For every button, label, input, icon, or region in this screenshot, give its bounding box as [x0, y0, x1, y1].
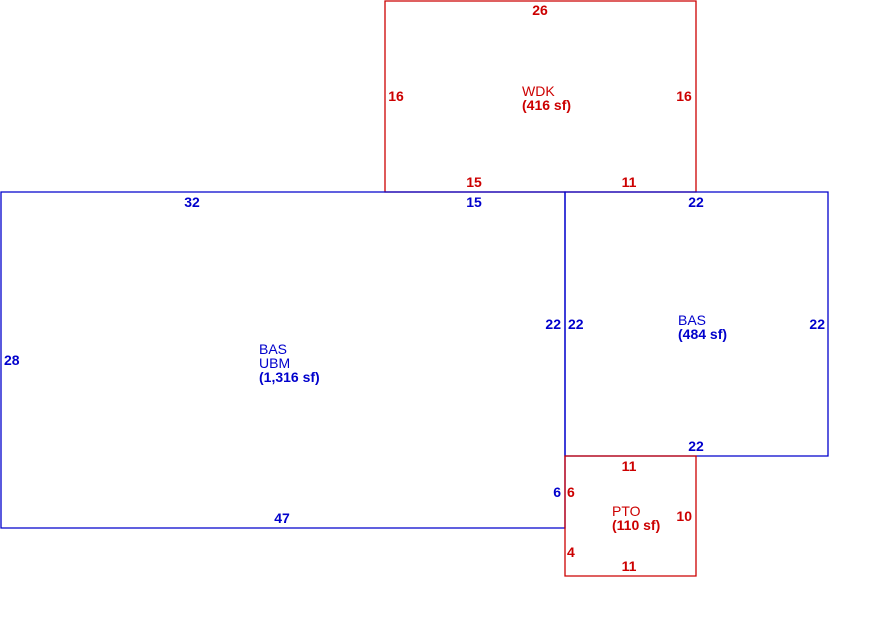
bas-main-code: BAS	[259, 341, 287, 357]
dim-bas-right-right: 22	[809, 316, 825, 332]
wdk-area: (416 sf)	[522, 97, 571, 113]
dim-wdk-bottom-left: 15	[466, 174, 482, 190]
pto-area: (110 sf)	[612, 517, 660, 533]
dim-wdk-bottom-right: 11	[622, 174, 637, 190]
dim-bas-main-right: 22	[545, 316, 561, 332]
dim-pto-top: 11	[622, 458, 637, 474]
dim-bas-right-left: 22	[568, 316, 584, 332]
dim-wdk-left: 16	[388, 88, 404, 104]
dim-pto-left-lower: 4	[567, 544, 575, 560]
bas-main-code2: UBM	[259, 355, 290, 371]
dim-bas-main-bottom: 47	[274, 510, 290, 526]
dim-pto-left-upper: 6	[567, 484, 575, 500]
bas-right-area: (484 sf)	[678, 326, 727, 342]
dim-bas-right-top: 22	[688, 194, 704, 210]
pto-outline	[564, 455, 697, 577]
bas-main-area: (1,316 sf)	[259, 369, 320, 385]
dim-bas-main-left: 28	[4, 352, 20, 368]
dim-bas-main-top-right: 15	[466, 194, 482, 210]
dim-wdk-right: 16	[676, 88, 692, 104]
dim-bas-right-bottom: 22	[688, 438, 704, 454]
dim-wdk-top: 26	[532, 2, 548, 18]
dim-bas-main-top-left: 32	[184, 194, 200, 210]
wdk-code: WDK	[522, 83, 555, 99]
dim-pto-right: 10	[676, 508, 692, 524]
pto-code: PTO	[612, 503, 641, 519]
dim-pto-bottom: 11	[622, 558, 637, 574]
bas-right-outline	[564, 191, 829, 457]
dim-bas-main-lower-right: 6	[553, 484, 561, 500]
bas-right-code: BAS	[678, 312, 706, 328]
